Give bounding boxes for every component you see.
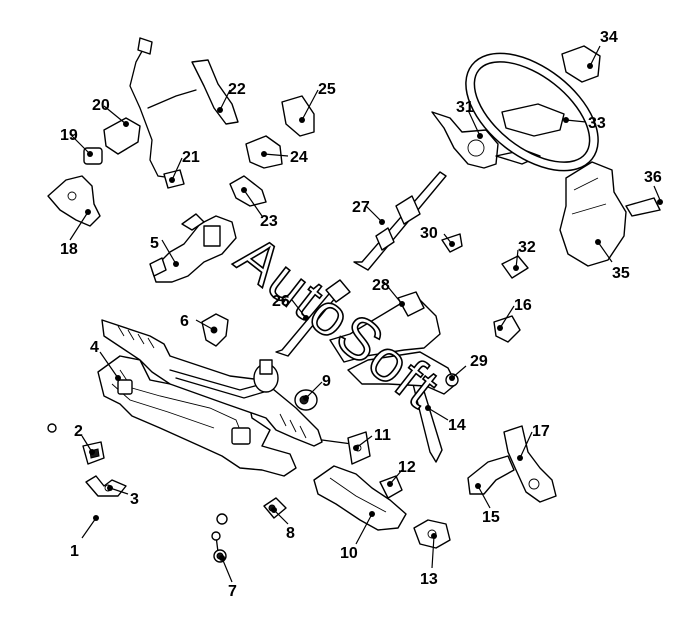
part-34-horn-pad	[561, 45, 601, 83]
callout-14: 14	[448, 417, 466, 434]
part-29-control-arm	[347, 351, 459, 395]
part-1-stabilizer-bar	[38, 423, 228, 532]
callout-34: 34	[600, 29, 618, 46]
callout-18: 18	[60, 241, 78, 258]
callout-20: 20	[92, 97, 110, 114]
part-4-crossmember	[97, 355, 297, 477]
part-20-lever	[103, 117, 141, 155]
callout-15: 15	[482, 509, 500, 526]
callout-9: 9	[322, 373, 331, 390]
part-15-knuckle-arm	[467, 455, 515, 495]
callout-17: 17	[532, 423, 550, 440]
callout-25: 25	[318, 81, 336, 98]
part-27-column-shaft	[353, 171, 447, 271]
callout-5: 5	[150, 235, 159, 252]
callout-28: 28	[372, 277, 390, 294]
callout-32: 32	[518, 239, 536, 256]
part-18-bracket	[47, 175, 101, 227]
part-36-switch	[625, 197, 661, 217]
callout-6: 6	[180, 313, 189, 330]
callout-21: 21	[182, 149, 200, 166]
part-26-intermediate-shaft	[275, 279, 351, 357]
part-17-steering-knuckle	[503, 425, 557, 503]
callout-36: 36	[644, 169, 662, 186]
callout-2: 2	[74, 423, 83, 440]
callout-16: 16	[514, 297, 532, 314]
callout-7: 7	[228, 583, 237, 600]
callout-12: 12	[398, 459, 416, 476]
callout-24: 24	[290, 149, 308, 166]
callout-10: 10	[340, 545, 358, 562]
shift-lever	[129, 37, 197, 179]
part-35-column-cover	[559, 161, 627, 267]
callout-4: 4	[90, 339, 99, 356]
part-16-bracket	[493, 315, 521, 343]
callout-19: 19	[60, 127, 78, 144]
part-33-steering-wheel	[465, 52, 599, 172]
callout-13: 13	[420, 571, 438, 588]
steering-rack	[101, 319, 353, 447]
callout-22: 22	[228, 81, 246, 98]
part-10-lower-arm	[313, 465, 407, 531]
callout-8: 8	[286, 525, 295, 542]
callout-1: 1	[70, 543, 79, 560]
part-23-bracket	[229, 175, 267, 207]
callout-33: 33	[588, 115, 606, 132]
callout-23: 23	[260, 213, 278, 230]
callout-26: 26	[272, 293, 290, 310]
callout-31: 31	[456, 99, 474, 116]
callout-35: 35	[612, 265, 630, 282]
part-12-clamp	[379, 475, 403, 499]
callout-29: 29	[470, 353, 488, 370]
callout-27: 27	[352, 199, 370, 216]
part-22-bracket	[191, 59, 239, 125]
part-25-bracket	[281, 95, 315, 137]
callout-leaders	[69, 45, 663, 583]
callout-11: 11	[374, 427, 391, 444]
part-5-column	[149, 213, 237, 283]
callout-30: 30	[420, 225, 438, 242]
part-28-upper-arm	[329, 291, 441, 363]
callout-3: 3	[130, 491, 139, 508]
part-3-bracket	[85, 475, 127, 497]
callout-numbers: 1 2 3 4 5 6 7 8 9 10 11 12 13 14 15 16 1…	[60, 29, 662, 600]
